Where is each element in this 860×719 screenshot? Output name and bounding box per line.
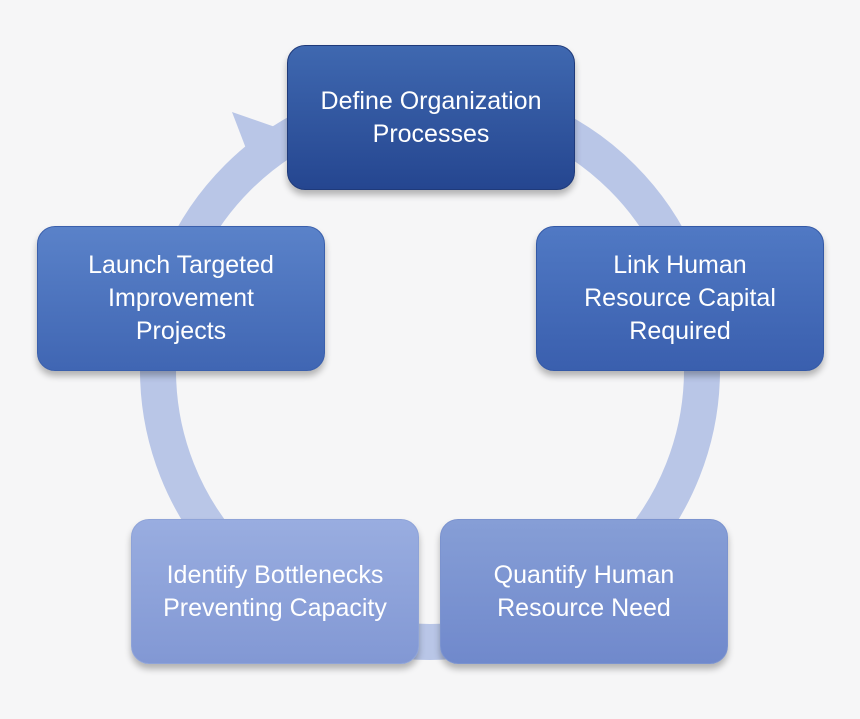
step-link-human-resource-capital: Link Human Resource Capital Required (536, 226, 824, 371)
step-label-line: Identify Bottlenecks (166, 560, 384, 589)
step-label-line: Projects (135, 317, 227, 345)
step-launch-targeted-improvement-projects: Launch Targeted Improvement Projects (37, 226, 325, 371)
step-label-line: Improvement (108, 284, 254, 312)
step-label-line: Resource Need (497, 593, 671, 622)
step-label-line: Link Human (613, 251, 747, 279)
step-identify-bottlenecks: Identify Bottlenecks Preventing Capacity (131, 519, 419, 664)
step-define-organization-processes: Define Organization Processes (287, 45, 575, 190)
step-label-line: Processes (372, 119, 490, 148)
step-label-line: Launch Targeted (88, 251, 274, 279)
step-quantify-human-resource-need: Quantify Human Resource Need (440, 519, 728, 664)
cycle-arrowhead (232, 112, 278, 172)
step-label-line: Quantify Human (493, 560, 675, 589)
step-label-line: Resource Capital (584, 284, 776, 312)
step-label-line: Preventing Capacity (163, 593, 387, 622)
step-label-line: Required (629, 317, 731, 345)
step-label-line: Define Organization (320, 86, 542, 115)
